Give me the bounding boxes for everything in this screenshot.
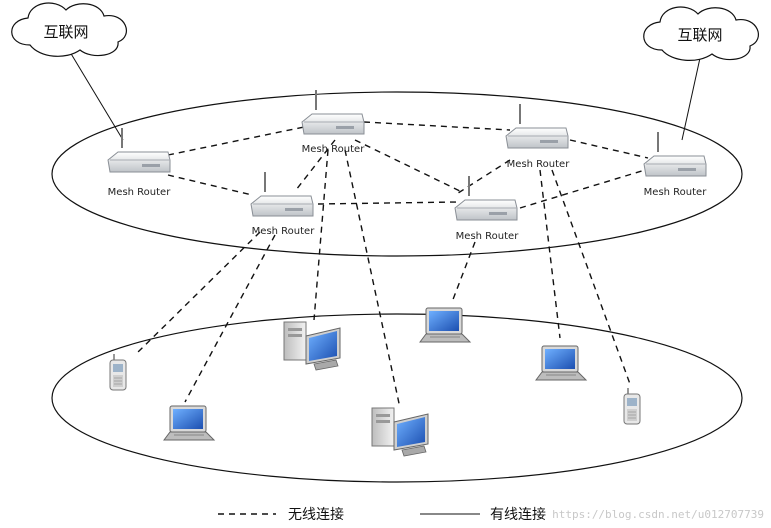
cloud-right: 互联网 [643, 6, 759, 61]
client-links [134, 149, 631, 409]
router-1: Mesh Router [107, 127, 172, 198]
legend-wired-label: 有线连接 [490, 506, 546, 523]
phone-icon [623, 387, 641, 425]
router-2: Mesh Router [301, 89, 366, 155]
backbone-ellipse [51, 91, 743, 257]
desktop-pc-icon [283, 321, 341, 371]
cloud-right-label: 互联网 [677, 26, 722, 44]
router-2-label: Mesh Router [302, 144, 366, 155]
wired-link-cloud-right [681, 57, 701, 141]
cloud-left: 互联网 [11, 2, 127, 57]
router-links [167, 121, 649, 209]
router-icon [643, 131, 707, 177]
router-5: Mesh Router [250, 171, 316, 237]
router-3: Mesh Router [505, 103, 571, 170]
watermark-text: https://blog.csdn.net/u012707739 [552, 508, 764, 521]
wired-link-cloud-left [69, 51, 124, 141]
router-5-label: Mesh Router [252, 226, 316, 237]
laptop-icon [535, 345, 587, 381]
cloud-left-label: 互联网 [43, 23, 88, 41]
router-icon [505, 103, 569, 149]
router-6: Mesh Router [454, 175, 520, 242]
router-1-label: Mesh Router [108, 187, 172, 198]
router-6-label: Mesh Router [456, 231, 520, 242]
router-4: Mesh Router [643, 131, 708, 198]
router-icon [454, 175, 518, 221]
legend: 无线连接 有线连接 [218, 506, 546, 523]
router-4-label: Mesh Router [644, 187, 708, 198]
laptop-icon [163, 405, 215, 441]
router-icon [107, 127, 171, 173]
laptop-icon [419, 307, 471, 343]
phone-icon [109, 353, 127, 391]
client-ellipse [51, 313, 743, 483]
router-icon [250, 171, 314, 217]
router-3-label: Mesh Router [507, 159, 571, 170]
desktop-pc-icon [371, 407, 429, 457]
router-icon [301, 89, 365, 135]
legend-wireless-label: 无线连接 [288, 506, 344, 523]
